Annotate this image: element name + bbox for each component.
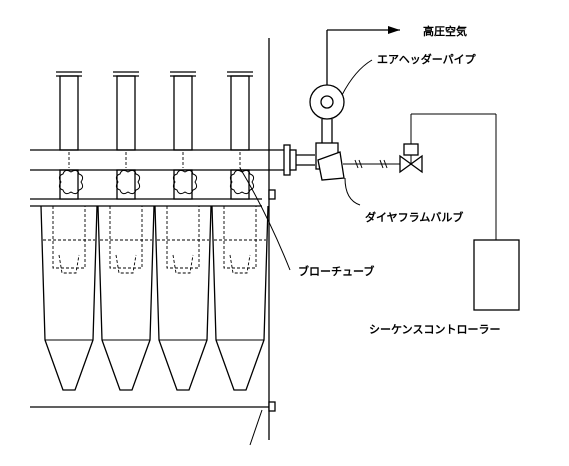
leader-air-header — [341, 59, 373, 96]
filter-bag-4 — [211, 205, 269, 391]
venturi-tube-2 — [116, 75, 136, 151]
venturi-tube-3 — [173, 75, 193, 151]
pulse-burst-icon-1 — [58, 169, 84, 195]
filter-bag-1 — [40, 205, 98, 391]
bag-cage-4 — [223, 206, 257, 269]
label-blow-tube: ブローチューブ — [298, 264, 374, 278]
filter-bag-2 — [97, 205, 155, 391]
bag-venturi-3 — [172, 254, 194, 274]
bag-venturi-4 — [229, 254, 251, 274]
label-air-header-pipe: エアヘッダーパイプ — [377, 52, 477, 66]
diaphragm-valve-cap — [317, 151, 345, 181]
leader-diaphragm-valve — [344, 177, 361, 206]
pilot-line-break-4 — [383, 159, 388, 169]
bag-cage-2 — [109, 206, 143, 269]
solenoid-coil — [403, 143, 419, 156]
filter-bag-3 — [154, 205, 212, 391]
venturi-tubes — [56, 71, 255, 200]
air-header-circle — [309, 84, 345, 120]
sequence-controller-box — [473, 239, 520, 311]
label-sequence-controller: シーケンスコントローラー — [369, 323, 500, 336]
pipe-flange-right — [289, 149, 297, 171]
filter-bags — [40, 205, 269, 391]
air-header-inner-circle — [320, 95, 334, 109]
pilot-line-break-1 — [354, 159, 359, 169]
pilot-line-break-3 — [379, 159, 384, 169]
solenoid-valve-right-icon — [409, 154, 423, 174]
bag-cage-3 — [166, 206, 200, 269]
solenoid-valve-left-icon — [399, 154, 413, 174]
bag-venturi-2 — [115, 254, 137, 274]
bag-cage-1 — [52, 206, 86, 269]
pulse-burst-icon-2 — [115, 169, 141, 195]
label-diaphragm-valve: ダイヤフラムバルブ — [365, 210, 463, 224]
leader-line-bottom — [249, 409, 263, 446]
leader-blow-tube — [239, 167, 291, 271]
pipe-flange-left — [283, 144, 291, 176]
pulse-burst-icon-3 — [172, 169, 198, 195]
bag-venturi-1 — [58, 254, 80, 274]
label-high-pressure-air: 高圧空気 — [423, 24, 467, 38]
venturi-tube-1 — [59, 75, 79, 151]
wall-flange-lower — [268, 401, 276, 412]
wall-flange-upper — [268, 189, 276, 200]
pulse-burst-icon-4 — [229, 169, 255, 195]
venturi-tube-4 — [230, 75, 250, 151]
air-flow-arrow-icon — [388, 26, 400, 34]
pilot-line-break-2 — [358, 159, 363, 169]
